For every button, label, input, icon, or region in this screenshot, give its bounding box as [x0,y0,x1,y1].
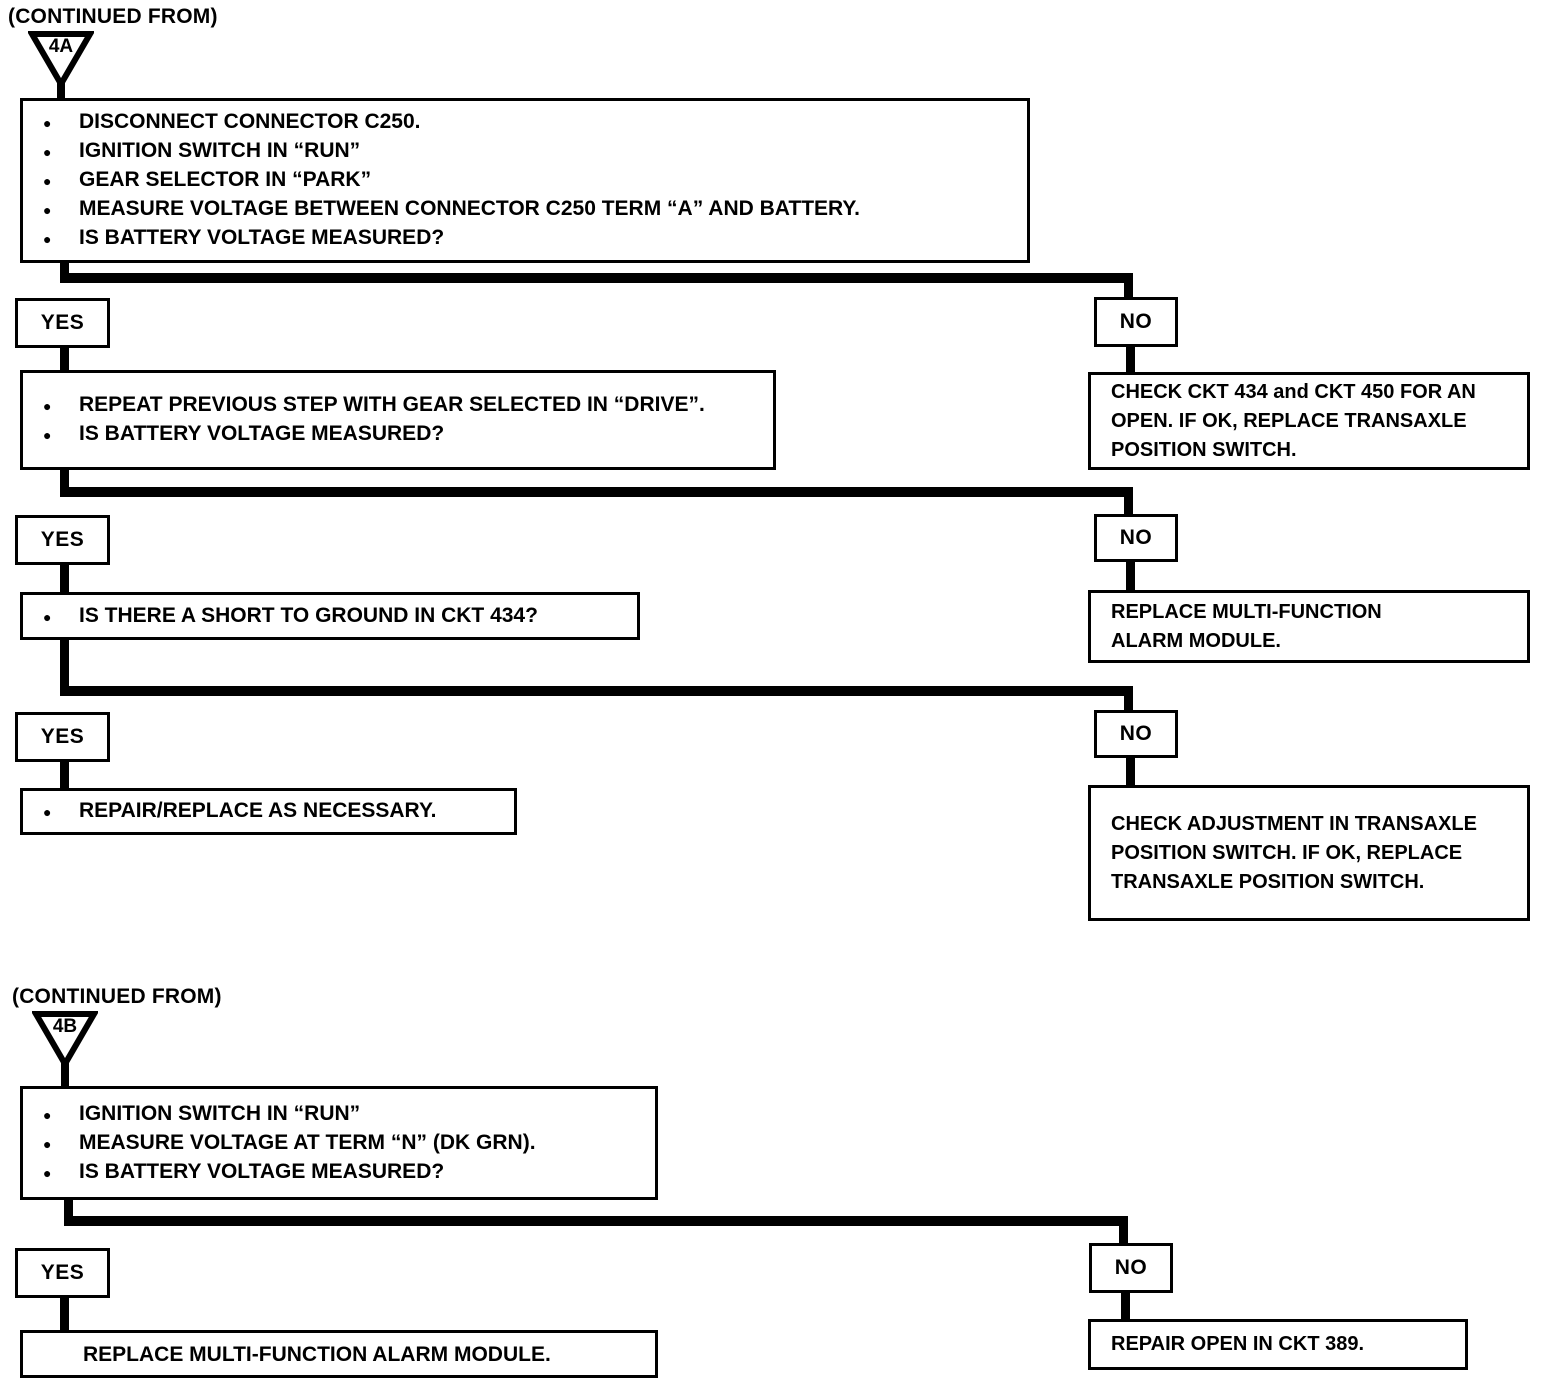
yes-box: YES [15,298,110,348]
triangle-icon [28,31,94,88]
bullet-icon: ● [43,427,52,443]
bullet-icon: ● [43,202,52,218]
action-box-4a-row2-no: REPLACE MULTI-FUNCTION ALARM MODULE. [1088,590,1530,663]
action-box-4b-yes: REPLACE MULTI-FUNCTION ALARM MODULE. [20,1330,658,1378]
flow-line [60,686,1133,696]
flow-line [1124,497,1133,515]
bullet-icon: ● [43,1106,52,1123]
step-item: ● REPEAT PREVIOUS STEP WITH GEAR SELECTE… [37,391,763,420]
connector-triangle-4a: 4A [28,30,94,88]
flow-line [60,487,1133,497]
step-item: ● IS BATTERY VOLTAGE MEASURED? [37,420,763,449]
bullet-icon: ● [43,1164,52,1181]
bullet-icon: ● [43,398,52,414]
connector-triangle-label-4a: 4A [48,36,74,57]
bullet-icon: ● [43,804,52,820]
triangle-icon [32,1011,98,1068]
bullet-icon: ● [43,115,52,131]
step-item: ● GEAR SELECTOR IN “PARK” [37,166,1017,195]
step-box-4a-row1-yes: ● REPEAT PREVIOUS STEP WITH GEAR SELECTE… [20,370,776,470]
action-box-4a-row3-no: CHECK ADJUSTMENT IN TRANSAXLE POSITION S… [1088,785,1530,921]
step-item: ● IGNITION SWITCH IN “RUN” [37,137,1017,166]
yes-label: YES [40,528,85,551]
continued-from-label-4b: (CONTINUED FROM) [12,985,222,1008]
step-item: ● MEASURE VOLTAGE BETWEEN CONNECTOR C250… [37,195,1017,224]
flow-line [1121,1293,1130,1319]
flow-line-4a-entry-stem [57,82,65,98]
flow-line [1126,347,1135,373]
action-box-4a-row1-no: CHECK CKT 434 and CKT 450 FOR AN OPEN. I… [1088,372,1530,470]
step-item: ● MEASURE VOLTAGE AT TERM “N” (DK GRN). [37,1129,645,1158]
no-box: NO [1089,1243,1173,1293]
flow-line [60,348,69,371]
bullet-icon: ● [43,144,52,160]
yes-box: YES [15,1248,110,1298]
step-box-4a-row3-yes: ● REPAIR/REPLACE AS NECESSARY. [20,788,517,835]
bullet-icon: ● [43,1135,52,1152]
flow-line-4b-entry-stem [61,1062,69,1086]
action-box-4b-no: REPAIR OPEN IN CKT 389. [1088,1319,1468,1370]
no-label: NO [1119,722,1153,745]
yes-label: YES [40,1261,85,1284]
bullet-icon: ● [43,608,52,625]
flow-line [60,263,69,277]
continued-from-label-4a: (CONTINUED FROM) [8,5,218,28]
flow-line [1126,562,1135,590]
flow-line [60,640,69,688]
step-item: ● IS BATTERY VOLTAGE MEASURED? [37,224,1017,253]
no-box: NO [1094,297,1178,347]
step-item: ● IS BATTERY VOLTAGE MEASURED? [37,1158,645,1187]
flow-line [1119,1226,1128,1244]
flow-line [64,1216,1128,1226]
no-box: NO [1094,710,1178,758]
yes-box: YES [15,712,110,762]
step-item: ● REPAIR/REPLACE AS NECESSARY. [37,797,504,826]
step-box-4a-entry: ● DISCONNECT CONNECTOR C250. ● IGNITION … [20,98,1030,263]
no-box: NO [1094,514,1178,562]
step-box-4a-row2-yes: ● IS THERE A SHORT TO GROUND IN CKT 434? [20,592,640,640]
no-label: NO [1114,1256,1148,1279]
flow-line [1126,758,1135,785]
no-label: NO [1119,310,1153,333]
flow-line [60,762,69,788]
flow-line [1124,283,1133,299]
step-item: ● IS THERE A SHORT TO GROUND IN CKT 434? [37,602,627,631]
flow-line [60,470,69,490]
yes-label: YES [40,725,85,748]
connector-triangle-4b: 4B [32,1010,98,1068]
bullet-icon: ● [43,231,52,247]
connector-triangle-label-4b: 4B [52,1016,78,1037]
step-item: ● IGNITION SWITCH IN “RUN” [37,1100,645,1129]
flow-line [1124,696,1133,712]
step-box-4b-entry: ● IGNITION SWITCH IN “RUN” ● MEASURE VOL… [20,1086,658,1200]
flow-line [60,273,1133,283]
yes-box: YES [15,515,110,565]
flow-line [64,1200,73,1220]
step-item: ● DISCONNECT CONNECTOR C250. [37,108,1017,137]
flow-line [60,1298,69,1330]
yes-label: YES [40,311,85,334]
no-label: NO [1119,526,1153,549]
flow-line [60,565,69,592]
bullet-icon: ● [43,173,52,189]
